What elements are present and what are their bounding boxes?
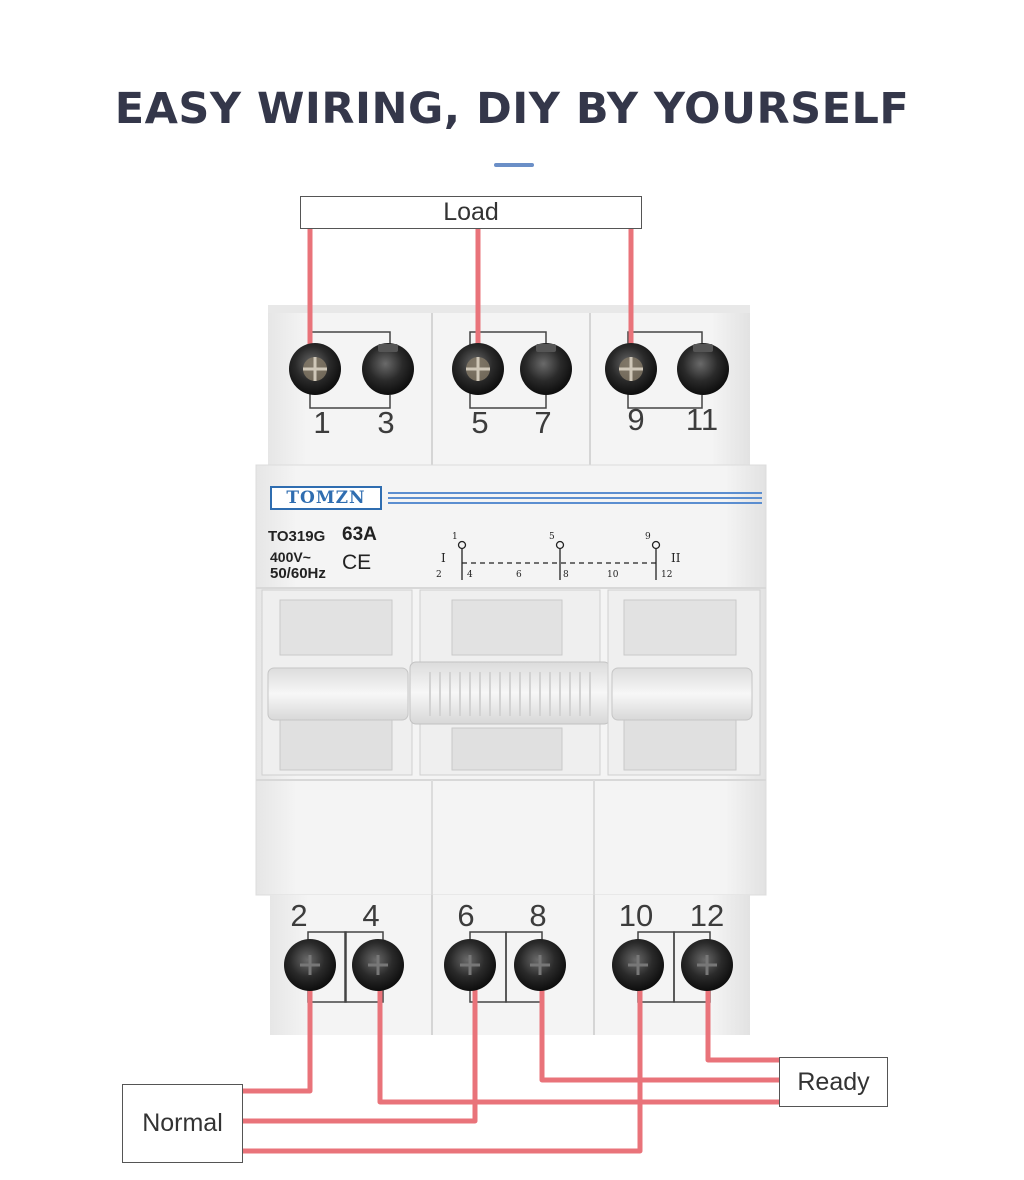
terminal-number: 4 [362, 898, 380, 933]
terminal-number: 10 [618, 898, 654, 933]
schematic-label: 8 [563, 570, 569, 580]
schematic-label: I [441, 551, 446, 565]
brand-stripes [388, 492, 762, 504]
bottom-terminal-block [270, 895, 750, 1035]
schematic-label: 4 [467, 570, 473, 580]
schematic-label: 1 [452, 532, 458, 542]
schematic-label: 12 [661, 570, 673, 580]
schematic-label: 5 [549, 532, 555, 542]
terminal-number: 6 [457, 898, 475, 933]
terminal-number: 7 [534, 405, 552, 440]
terminal-number: 9 [627, 402, 645, 437]
brand-logo: TOMZN [270, 486, 382, 510]
voltage-rating: 400V~ [270, 549, 311, 565]
current-rating: 63A [342, 524, 377, 545]
schematic-label: 6 [516, 570, 522, 580]
terminal-number: 3 [377, 405, 395, 440]
top-terminal-block [268, 305, 750, 465]
schematic-label: 9 [645, 532, 651, 542]
model-number: TO319G [268, 528, 326, 545]
contact-schematic [457, 540, 661, 580]
load-label-box: Load [300, 196, 642, 229]
page-title: EASY WIRING, DIY BY YOURSELF [114, 84, 910, 134]
terminal-number: 8 [529, 898, 547, 933]
toggle-handles [261, 589, 761, 776]
title-underline [494, 163, 534, 167]
terminal-number: 1 [313, 405, 331, 440]
top-screws [289, 343, 729, 395]
wires [242, 228, 780, 1154]
frequency-rating: 50/60Hz [270, 565, 326, 582]
terminal-number: 12 [689, 898, 725, 933]
schematic-label: 2 [436, 570, 442, 580]
ready-label-box: Ready [779, 1057, 888, 1107]
bottom-screws [284, 939, 733, 991]
terminal-number: 2 [290, 898, 308, 933]
ce-mark: CE [342, 551, 372, 574]
schematic-label: II [671, 551, 681, 565]
schematic-label: 10 [607, 570, 619, 580]
terminal-number: 11 [685, 402, 719, 437]
normal-label-box: Normal [122, 1084, 243, 1163]
terminal-number: 5 [471, 405, 489, 440]
